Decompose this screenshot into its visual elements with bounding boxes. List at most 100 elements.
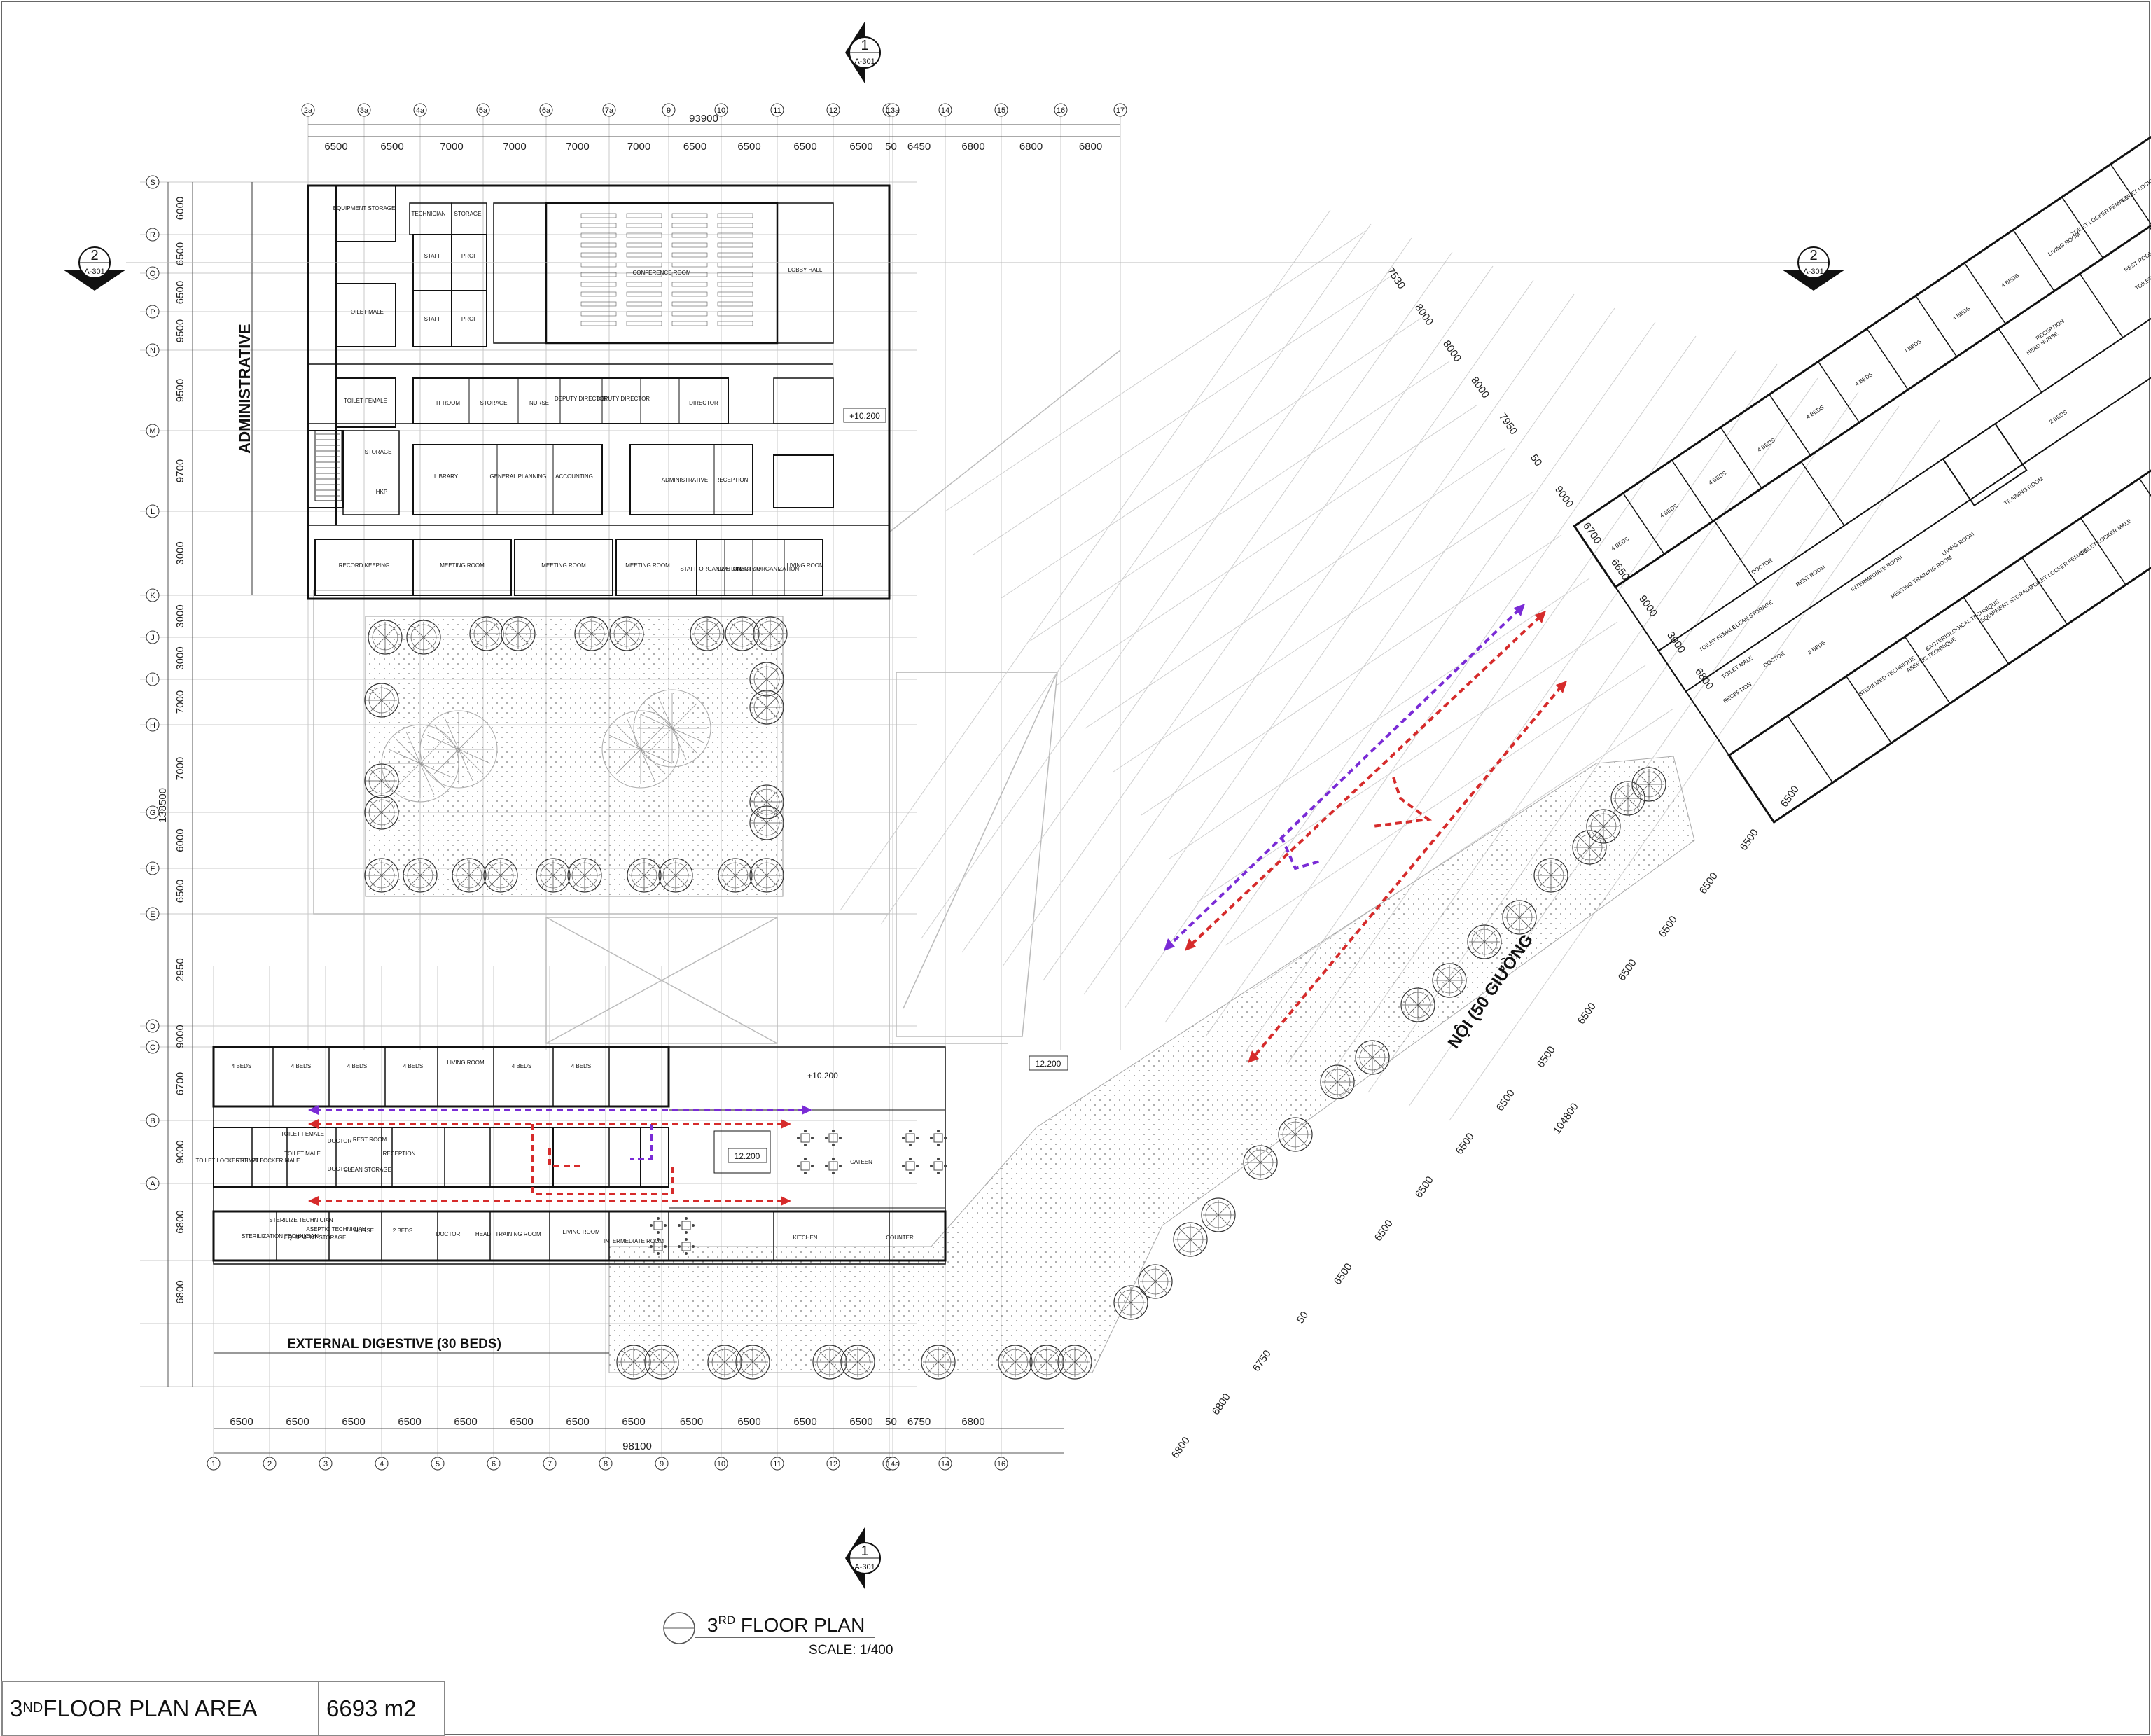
- grid-bubble: 12: [826, 1457, 840, 1471]
- room-label: PROF: [461, 253, 477, 259]
- left-span-dim: 7000: [174, 757, 186, 780]
- drawing-scale: SCALE: 1/400: [809, 1643, 893, 1658]
- room-label: TOILET LOCKER FEMALE: [195, 1158, 263, 1164]
- tree-icon: [1138, 1264, 1173, 1299]
- bottom-span-dim: 6500: [342, 1416, 365, 1428]
- canteen-tables: [650, 1130, 947, 1255]
- left-span-dim: 6800: [174, 1280, 186, 1303]
- grid-bubble-label: 2: [267, 1460, 272, 1468]
- tree-icon: [1432, 963, 1467, 998]
- room-label: CATEEN: [850, 1159, 872, 1165]
- left-dimensions: 138500 600065006500950095009700300030003…: [146, 175, 193, 1387]
- tree-icon: [1586, 809, 1621, 844]
- top-span-dim: 6500: [683, 141, 706, 153]
- grid-bubble: 2a: [301, 103, 315, 117]
- room-label: CLEAN STORAGE: [344, 1167, 391, 1173]
- left-span-dim: 3000: [174, 541, 186, 564]
- bottom-span-dim: 6500: [622, 1416, 645, 1428]
- room-label: DOCTOR: [328, 1138, 352, 1144]
- diag-lower-dim: 6500: [1657, 914, 1680, 940]
- room-label: GENERAL PLANNING: [489, 473, 546, 480]
- grid-bubble: 4a: [413, 103, 427, 117]
- top-span-dim: 6800: [961, 141, 984, 153]
- grid-bubble: 15: [994, 103, 1008, 117]
- circulation-arrows: [315, 608, 1563, 1202]
- grid-bubble: 17: [1113, 103, 1127, 117]
- room-label: STERILIZE TECHNICIAN: [269, 1217, 333, 1223]
- diag-upper-dim: 50: [1528, 452, 1544, 468]
- tree-icon: [609, 616, 644, 651]
- grid-bubble: I: [146, 672, 160, 686]
- room-label: TOILET LOCKER MALE: [239, 1158, 300, 1164]
- table-icon: [930, 1158, 947, 1174]
- grid-bubble-label: A: [150, 1180, 155, 1188]
- room-label: 2 BEDS: [2048, 409, 2068, 425]
- area-label-sup: ND: [22, 1700, 43, 1716]
- grid-bubble: J: [146, 630, 160, 644]
- grid-bubble-label: F: [151, 865, 155, 873]
- tree-icon: [812, 1345, 847, 1380]
- grid-bubble-label: J: [151, 634, 155, 642]
- noi-level: 12.200: [1036, 1059, 1061, 1069]
- top-span-dim: 6500: [380, 141, 403, 153]
- room-label: DEPUTY DIRECTOR: [597, 396, 650, 402]
- room-label: TOILET FEMALE: [281, 1131, 324, 1137]
- room-label: BACTERIOLOGICAL TECHNIQUE: [1924, 599, 2000, 653]
- top-span-dim: 6450: [907, 141, 931, 153]
- tree-icon: [1113, 1285, 1148, 1320]
- digestive-wing: [212, 1046, 947, 1265]
- diag-upper-dim: 9000: [1552, 484, 1575, 510]
- room-label: NURSE: [529, 400, 549, 406]
- room-label: LIVING ROOM: [562, 1229, 600, 1235]
- room-label: 4 BEDS: [1610, 536, 1630, 552]
- room-label: DOCTOR: [1750, 557, 1774, 576]
- room-label: DOCTOR: [1762, 650, 1786, 669]
- bottom-total-dimension: 98100: [622, 1440, 652, 1452]
- room-label: TECHNICIAN: [412, 211, 446, 217]
- grid-bubble: 3: [319, 1457, 333, 1471]
- area-value: 6693 m2: [326, 1695, 417, 1721]
- left-span-dim: 9000: [174, 1140, 186, 1163]
- room-label: KITCHEN: [793, 1235, 817, 1241]
- grid-bubble-label: H: [150, 721, 155, 730]
- grid-bubble: 11: [770, 103, 784, 117]
- tree-icon: [840, 1345, 875, 1380]
- grid-bubble-label: P: [150, 308, 155, 317]
- bottom-span-dim: 6500: [793, 1416, 816, 1428]
- left-span-dim: 9500: [174, 379, 186, 402]
- grid-bubble: G: [146, 805, 160, 819]
- room-label: ADMINISTRATIVE: [662, 477, 709, 483]
- grid-bubble-label: M: [149, 427, 155, 436]
- bottom-span-dim: 6500: [454, 1416, 477, 1428]
- grid-bubble: 12: [826, 103, 840, 117]
- grid-bubble: 3a: [357, 103, 371, 117]
- left-span-dim: 6500: [174, 281, 186, 304]
- tree-icon: [1502, 900, 1537, 935]
- grid-bubble-label: 9: [660, 1460, 664, 1468]
- diag-lower-dim: 6500: [1535, 1044, 1558, 1070]
- room-label: TOILET FEMALE: [344, 398, 387, 404]
- left-span-dim: 6700: [174, 1072, 186, 1095]
- grid-bubble: 16: [994, 1457, 1008, 1471]
- diag-lower-dim: 6500: [1372, 1218, 1395, 1244]
- room-label: 2 BEDS: [1807, 639, 1827, 655]
- table-icon: [902, 1158, 919, 1174]
- top-span-dim: 7000: [440, 141, 463, 153]
- grid-bubble-label: 4: [380, 1460, 384, 1468]
- tree-icon: [501, 616, 536, 651]
- tree-icon: [1173, 1222, 1208, 1257]
- grid-bubble: E: [146, 907, 160, 921]
- area-label-prefix: 3: [10, 1695, 23, 1721]
- tree-icon: [921, 1345, 956, 1380]
- room-label: STAFF ORGANIZATION: [680, 566, 741, 572]
- bottom-span-dim: 6500: [849, 1416, 872, 1428]
- room-label: TOILET FEMALE: [1698, 624, 1737, 653]
- room-label: TOILET MALE: [1720, 655, 1754, 680]
- room-label: RECEPTION: [1722, 681, 1753, 704]
- grid-bubble: 9: [655, 1457, 669, 1471]
